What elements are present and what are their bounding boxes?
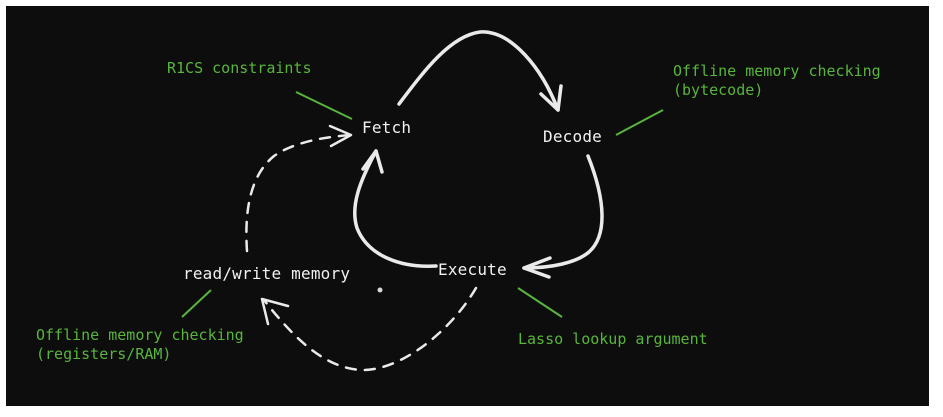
annotation-decode-line-1: Offline memory checking xyxy=(673,62,881,80)
annotation-execute: Lasso lookup argument xyxy=(518,330,708,348)
leader-execute xyxy=(517,287,563,318)
annotation-memory: Offline memory checking (registers/RAM) xyxy=(36,326,244,364)
leader-memory xyxy=(181,289,212,318)
annotation-memory-line-1: Offline memory checking xyxy=(36,326,244,344)
annotation-fetch: R1CS constraints xyxy=(167,59,312,77)
arrowhead-decode xyxy=(539,84,563,112)
arrowhead-memory xyxy=(260,297,290,326)
edge-decode-to-execute xyxy=(522,154,604,270)
cursor-dot xyxy=(377,287,383,293)
edge-execute-to-memory xyxy=(262,286,478,372)
node-memory: read/write memory xyxy=(183,264,351,283)
arrowhead-fetch-dashed xyxy=(328,124,353,148)
annotation-memory-line-2: (registers/RAM) xyxy=(36,345,172,363)
diagram-frame: Fetch Decode Execute read/write memory R… xyxy=(6,6,929,406)
annotation-decode-line-2: (bytecode) xyxy=(673,81,764,99)
cycle-diagram xyxy=(181,30,664,372)
leader-fetch xyxy=(295,91,353,120)
node-fetch: Fetch xyxy=(362,118,412,137)
arrowhead-fetch xyxy=(361,149,384,174)
edge-memory-to-fetch xyxy=(245,133,353,253)
annotation-decode: Offline memory checking (bytecode) xyxy=(673,62,881,100)
node-execute: Execute xyxy=(438,260,507,279)
edge-execute-to-fetch xyxy=(353,149,438,268)
arrowhead-execute xyxy=(522,256,552,279)
node-decode: Decode xyxy=(543,127,602,146)
edge-fetch-to-decode xyxy=(397,30,560,112)
leader-decode xyxy=(615,109,664,136)
